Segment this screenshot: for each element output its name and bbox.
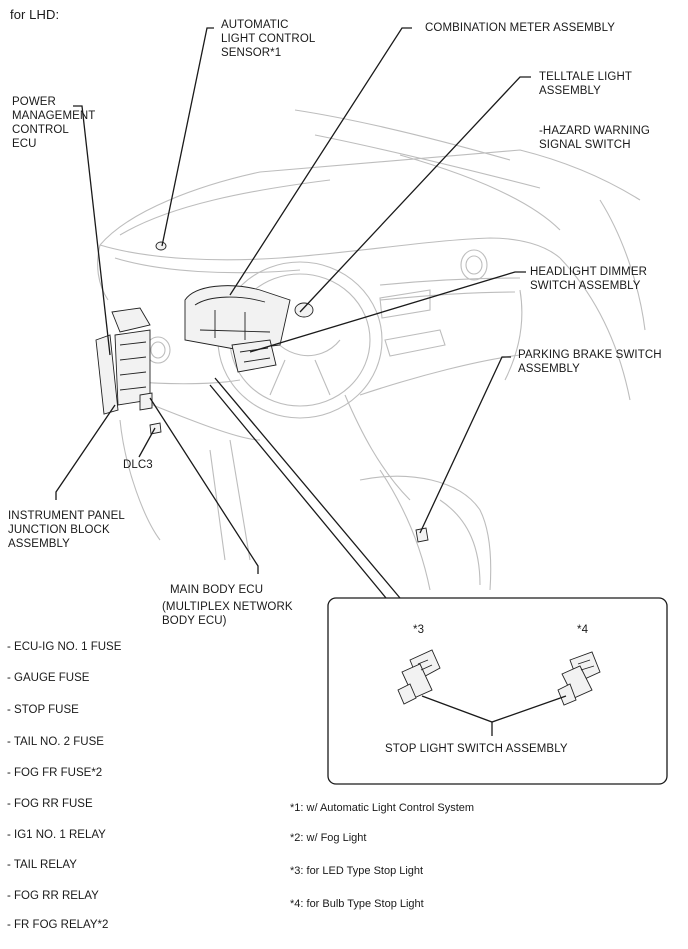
parking-brake-label: PARKING BRAKE SWITCH ASSEMBLY bbox=[518, 349, 662, 375]
list-item: - GAUGE FUSE bbox=[7, 672, 90, 684]
multiplex-ecu-label: (MULTIPLEX NETWORK BODY ECU) bbox=[162, 601, 293, 627]
list-item: - STOP FUSE bbox=[7, 704, 79, 716]
power-management-ecu-label: POWER MANAGEMENT CONTROL ECU bbox=[12, 96, 96, 150]
bulb-stop-light-switch bbox=[557, 651, 601, 706]
list-item: - FR FOG RELAY*2 bbox=[7, 919, 109, 931]
headlight-dimmer-label: HEADLIGHT DIMMER SWITCH ASSEMBLY bbox=[530, 266, 648, 292]
list-item: - TAIL RELAY bbox=[7, 859, 77, 871]
footnote: *1: w/ Automatic Light Control System bbox=[290, 802, 475, 814]
list-item: - FOG RR RELAY bbox=[7, 890, 99, 902]
stop-light-switch-inset bbox=[327, 597, 668, 785]
list-item: - IG1 NO. 1 RELAY bbox=[7, 829, 106, 841]
header-label: for LHD: bbox=[10, 7, 60, 22]
led-stop-light-switch bbox=[397, 649, 441, 705]
footnote: *4: for Bulb Type Stop Light bbox=[290, 898, 424, 910]
auto-light-sensor-label: AUTOMATIC LIGHT CONTROL SENSOR*1 bbox=[221, 19, 316, 59]
stop-light-switch-caption: STOP LIGHT SWITCH ASSEMBLY bbox=[385, 743, 568, 755]
list-item: - FOG RR FUSE bbox=[7, 798, 93, 810]
inset-mark-led: *3 bbox=[413, 624, 425, 636]
hazard-switch-label: -HAZARD WARNING SIGNAL SWITCH bbox=[539, 125, 650, 151]
component-sketches bbox=[95, 241, 429, 543]
junction-block-label: INSTRUMENT PANEL JUNCTION BLOCK ASSEMBLY bbox=[8, 510, 125, 550]
inset-mark-bulb: *4 bbox=[577, 624, 589, 636]
list-item: - FOG FR FUSE*2 bbox=[7, 767, 103, 779]
list-item: - TAIL NO. 2 FUSE bbox=[7, 736, 104, 748]
main-body-ecu-label: MAIN BODY ECU bbox=[170, 584, 264, 596]
list-item: - ECU-IG NO. 1 FUSE bbox=[7, 641, 122, 653]
leader-lines bbox=[55, 27, 531, 599]
dlc3-label: DLC3 bbox=[123, 459, 153, 471]
telltale-light-label: TELLTALE LIGHT ASSEMBLY bbox=[539, 71, 633, 97]
footnote: *2: w/ Fog Light bbox=[290, 832, 367, 844]
footnote: *3: for LED Type Stop Light bbox=[290, 865, 424, 877]
combination-meter-label: COMBINATION METER ASSEMBLY bbox=[425, 22, 616, 34]
